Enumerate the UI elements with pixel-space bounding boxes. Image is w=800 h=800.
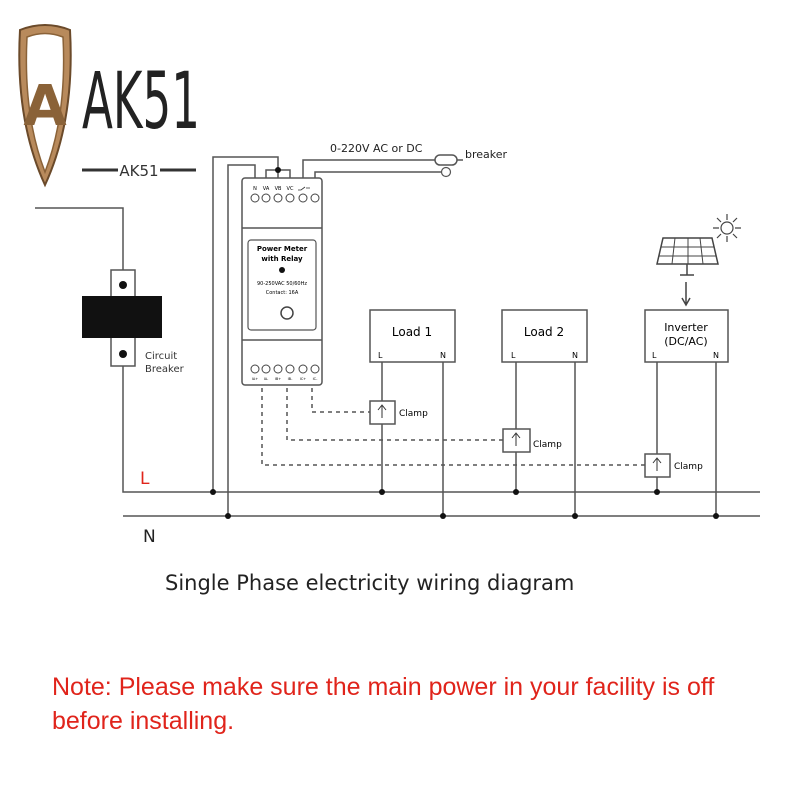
svg-text:N: N	[713, 351, 719, 360]
n-feed-wire	[227, 164, 256, 516]
n-label: N	[143, 527, 156, 547]
breaker-label-1: Circuit	[145, 351, 177, 362]
l-label: L	[140, 469, 150, 489]
meter-contact: Contact: 16A	[266, 290, 299, 296]
meter-title-2: with Relay	[261, 255, 303, 263]
clamp-label: Clamp	[674, 462, 703, 472]
relay-symbol-icon	[298, 186, 310, 191]
bottom-terminals: IA+ IA- IB+ IB- IC+ IC-	[250, 364, 320, 381]
meter-title-1: Power Meter	[257, 245, 308, 253]
supply-wire-2	[314, 171, 441, 182]
diagram-title: Single Phase electricity wiring diagram	[165, 571, 574, 595]
breaker-text: breaker	[465, 148, 508, 161]
meter-spec: 90-250VAC 50/60Hz	[257, 281, 307, 287]
inverter: Inverter (DC/AC) L N Clamp	[644, 309, 729, 519]
svg-text:Inverter: Inverter	[664, 321, 708, 334]
supply-wire	[302, 159, 435, 182]
svg-text:Load 1: Load 1	[392, 325, 432, 339]
sun-icon	[713, 214, 741, 242]
ct-wire-1	[311, 388, 370, 413]
supply-label: 0-220V AC or DC	[330, 142, 423, 155]
svg-text:N: N	[572, 351, 578, 360]
logo: A AK51 AK51	[18, 24, 200, 188]
top-terminals: N VA VB VC	[250, 186, 320, 203]
ct-wire-3	[261, 388, 645, 466]
fuse-icon	[434, 154, 458, 166]
led-icon	[279, 267, 285, 273]
svg-text:Load 2: Load 2	[524, 325, 564, 339]
logo-subtext: AK51	[119, 162, 158, 180]
svg-text:IB+: IB+	[275, 377, 281, 381]
clamp-label: Clamp	[399, 409, 428, 419]
clamp-label: Clamp	[533, 440, 562, 450]
svg-text:IB-: IB-	[288, 377, 293, 381]
load-2: Load 2 L N Clamp	[501, 309, 588, 519]
power-button-icon	[280, 306, 294, 320]
ct-wire-2	[286, 388, 503, 441]
svg-text:IC+: IC+	[300, 377, 306, 381]
svg-text:L: L	[511, 351, 516, 360]
svg-text:N: N	[440, 351, 446, 360]
load-1: Load 1 L N Clamp	[369, 309, 456, 519]
logo-letter: A	[23, 74, 67, 139]
svg-text:VA: VA	[263, 186, 270, 192]
svg-text:N: N	[253, 186, 257, 192]
svg-text:VB: VB	[275, 186, 282, 192]
circuit-breaker: Circuit Breaker	[82, 269, 185, 375]
svg-text:L: L	[378, 351, 383, 360]
svg-text:(DC/AC): (DC/AC)	[664, 335, 707, 348]
logo-text: AK51	[82, 57, 200, 147]
svg-text:L: L	[652, 351, 657, 360]
power-meter: Power Meter with Relay 90-250VAC 50/60Hz…	[241, 177, 323, 386]
note-line-2: before installing.	[52, 707, 235, 735]
breaker-label-2: Breaker	[145, 364, 185, 375]
solar-panel-icon	[656, 237, 719, 276]
svg-text:VC: VC	[287, 186, 294, 192]
svg-text:IC-: IC-	[313, 377, 318, 381]
arrow-down-icon	[681, 282, 691, 307]
note-line-1: Note: Please make sure the main power in…	[52, 673, 715, 701]
svg-text:IA-: IA-	[264, 377, 269, 381]
lamp-icon	[440, 166, 452, 178]
svg-text:IA+: IA+	[252, 377, 258, 381]
